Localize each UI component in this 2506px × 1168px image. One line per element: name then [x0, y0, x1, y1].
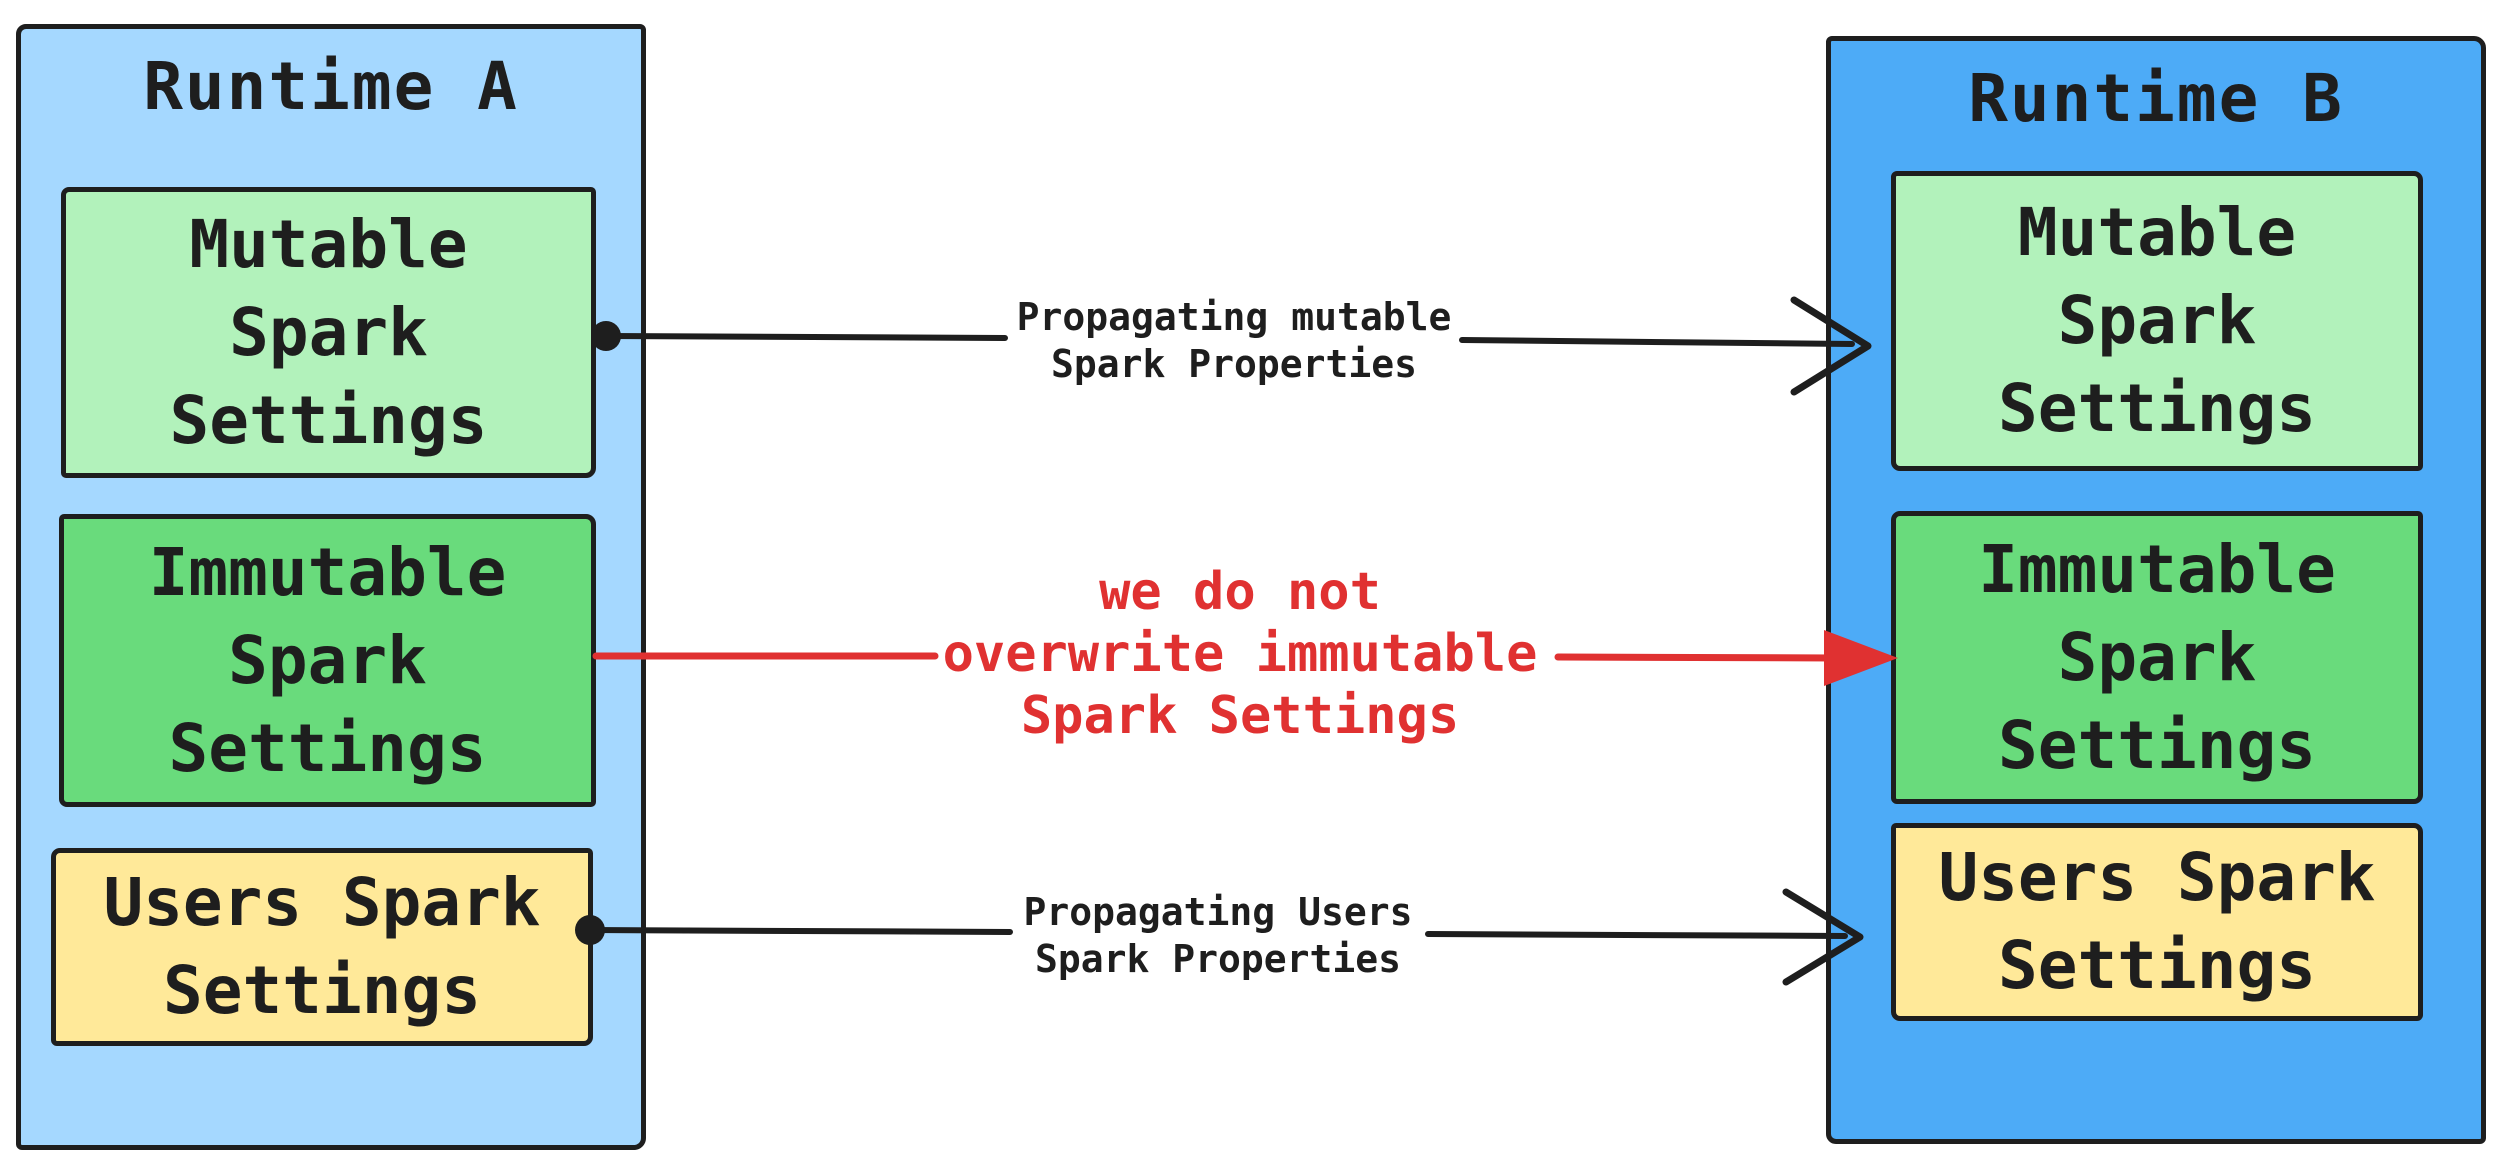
box-label-line: Mutable	[189, 205, 468, 283]
box-label-line: Spark	[229, 293, 428, 371]
box-label-line: Settings	[1998, 927, 2316, 1004]
arrow-label-line: Spark Properties	[1034, 937, 1402, 981]
arrow-label-propagating-users: Propagating Users Spark Properties	[918, 889, 1518, 983]
arrow-label-line: Propagating Users	[1023, 890, 1413, 934]
runtime-a-container: Runtime A Mutable Spark Settings Immutab…	[16, 24, 646, 1150]
box-label-line: Settings	[1998, 706, 2316, 784]
arrow-label-line: we do not	[1099, 562, 1381, 622]
box-label-line: Users Spark	[103, 864, 541, 941]
runtime-a-users-box: Users Spark Settings	[51, 848, 593, 1046]
box-label-line: Users Spark	[1938, 839, 2376, 916]
runtime-b-title: Runtime B	[1968, 60, 2344, 137]
box-label-line: Settings	[169, 381, 488, 459]
box-label-line: Immutable	[1978, 530, 2336, 608]
box-label-line: Settings	[1998, 370, 2316, 447]
box-label-line: Mutable	[2017, 194, 2297, 271]
box-label-line: Spark	[2057, 282, 2257, 359]
arrow-label-immutable-warning: we do not overwrite immutable Spark Sett…	[890, 561, 1590, 747]
box-label-line: Spark	[2057, 618, 2257, 696]
arrow-label-line: Spark Settings	[1020, 686, 1460, 746]
runtime-a-mutable-box: Mutable Spark Settings	[61, 187, 596, 478]
box-label-line: Immutable	[148, 533, 507, 611]
runtime-a-title: Runtime A	[143, 48, 519, 125]
arrow-label-line: Propagating mutable	[1016, 295, 1452, 339]
runtime-b-immutable-box: Immutable Spark Settings	[1891, 511, 2423, 804]
runtime-b-users-box: Users Spark Settings	[1891, 823, 2423, 1021]
runtime-a-immutable-box: Immutable Spark Settings	[59, 514, 596, 807]
arrow-label-line: Spark Properties	[1050, 342, 1418, 386]
arrow-label-line: overwrite immutable	[942, 624, 1538, 684]
box-label-line: Settings	[168, 709, 487, 787]
box-label-line: Spark	[228, 621, 427, 699]
arrow-shaft	[1554, 653, 1840, 662]
runtime-b-mutable-box: Mutable Spark Settings	[1891, 171, 2423, 471]
box-label-line: Settings	[163, 952, 481, 1029]
runtime-b-container: Runtime B Mutable Spark Settings Immutab…	[1826, 36, 2486, 1144]
arrow-label-propagating-mutable: Propagating mutable Spark Properties	[934, 294, 1534, 388]
